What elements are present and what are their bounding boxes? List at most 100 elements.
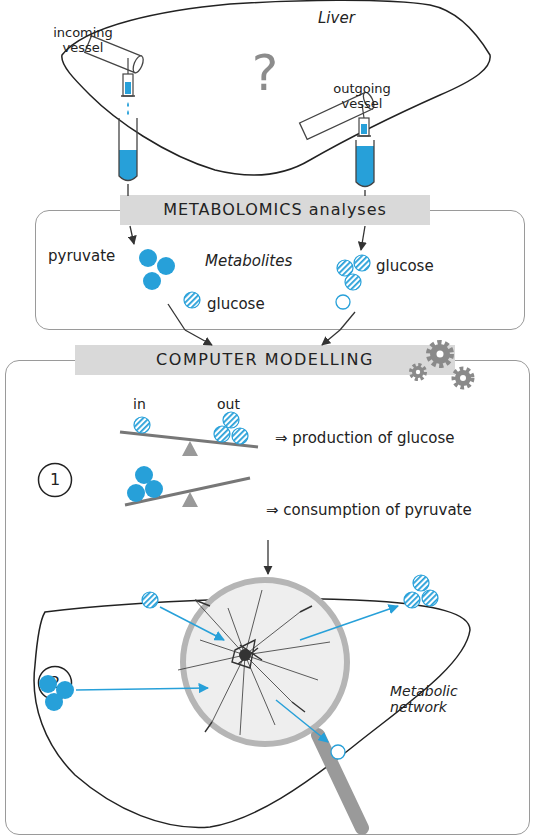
syringe-plunger	[357, 135, 371, 137]
result-text: ⇒ production of glucose	[275, 430, 525, 447]
flow-line	[168, 304, 185, 330]
syringe-fluid	[125, 82, 131, 94]
panel-subtitle: Metabolites	[205, 253, 325, 270]
glucose-dot	[142, 592, 158, 608]
gear-teeth	[429, 343, 451, 365]
glucose-dot	[413, 575, 429, 591]
circle-outline	[39, 464, 72, 497]
glucose-dot	[337, 260, 353, 276]
glucose-dot	[345, 274, 361, 290]
vessel-cylinder	[300, 93, 373, 140]
gear-hole	[416, 370, 420, 374]
analysis-panel: METABOLOMICS analysesMetabolites	[35, 195, 525, 330]
step-circle	[37, 665, 73, 701]
syringe-fluid	[361, 124, 367, 134]
vessel-cylinder	[85, 36, 142, 73]
organ-label: Liver	[318, 10, 378, 27]
syringe-needle	[362, 104, 364, 118]
balance-fulcrum	[182, 492, 198, 507]
release-arrow	[300, 606, 398, 640]
liver-outline-path	[62, 0, 490, 175]
network-label: Metabolic network	[390, 683, 475, 715]
result-text: ⇒ consumption of pyruvate	[266, 502, 528, 519]
glucose-dot	[184, 292, 200, 308]
panel-border	[5, 360, 530, 835]
banner-title: METABOLOMICS analyses	[120, 195, 430, 225]
step-circle: 2	[37, 665, 73, 701]
syringe-plunger	[121, 95, 135, 97]
glucose-dot	[232, 428, 248, 444]
step-number: 1	[37, 462, 73, 498]
glucose-dot	[214, 426, 230, 442]
gear-hole	[437, 351, 444, 358]
flow-line	[127, 184, 128, 196]
balance-label: in	[133, 396, 163, 412]
drop	[127, 102, 129, 107]
drop	[127, 110, 129, 115]
circle-outline	[39, 667, 72, 700]
pyruvate-dot	[157, 257, 175, 275]
tube-sample	[119, 150, 137, 181]
release-arrow	[276, 700, 328, 742]
empty-dot	[336, 295, 350, 309]
glucose-dot	[134, 417, 150, 433]
panel-border	[35, 210, 525, 330]
step-circle	[37, 462, 73, 498]
pyruvate-dot	[127, 484, 145, 502]
pyruvate-dot	[135, 466, 153, 484]
glucose-dot	[422, 590, 438, 606]
liver-outline-path	[34, 598, 470, 827]
pyruvate-dot	[143, 272, 161, 290]
glucose-dot	[354, 255, 370, 271]
flow-arrow	[361, 226, 365, 250]
network-graph	[178, 590, 330, 735]
liver-outline: Liver?	[55, 0, 495, 182]
step-number: 2	[37, 665, 73, 701]
metabolite-label: pyruvate	[48, 248, 128, 265]
pyruvate-dot	[139, 249, 157, 267]
magnifier-handle	[318, 735, 362, 828]
syringe-needle	[127, 58, 128, 74]
network-hub	[239, 649, 251, 661]
gear	[412, 366, 424, 378]
network-edges	[178, 590, 330, 735]
tube-sample	[356, 146, 374, 187]
liver-outline	[55, 0, 495, 182]
flow-line	[340, 312, 355, 330]
uptake-arrow	[160, 607, 224, 640]
step-circle: 1	[37, 462, 73, 498]
glucose-dot	[223, 412, 239, 428]
flow-line	[364, 190, 365, 196]
vessel-opening	[361, 91, 376, 111]
flow-connector	[185, 330, 212, 345]
step-arrow	[267, 540, 268, 574]
syringe-body	[359, 118, 369, 136]
vessel-opening	[131, 55, 145, 75]
flow-arrow	[130, 226, 134, 244]
balance-plank	[120, 432, 258, 447]
gear-teeth	[411, 365, 425, 379]
flow-connector	[322, 330, 340, 345]
pyruvate-dot	[45, 693, 63, 711]
gear	[430, 344, 450, 364]
metabolite-label: glucose	[207, 296, 287, 313]
test-tube	[119, 118, 137, 181]
question-mark: ?	[245, 45, 285, 103]
pyruvate-dot	[145, 480, 163, 498]
banner-title: COMPUTER MODELLING	[75, 345, 455, 375]
gear	[455, 370, 471, 386]
balance-fulcrum	[182, 441, 198, 456]
glucose-dot	[404, 592, 420, 608]
empty-dot	[331, 745, 345, 759]
balance-label: out	[217, 396, 257, 412]
liver-outline: Metabolic network	[25, 595, 480, 831]
gear-teeth	[454, 369, 472, 387]
vessel-label: incoming vessel	[44, 26, 122, 56]
pyruvate-dot	[56, 681, 74, 699]
modelling-panel: COMPUTER MODELLING 1 2Metabolic network	[5, 345, 530, 835]
panel-banner	[75, 345, 455, 375]
uptake-arrow	[76, 688, 208, 690]
